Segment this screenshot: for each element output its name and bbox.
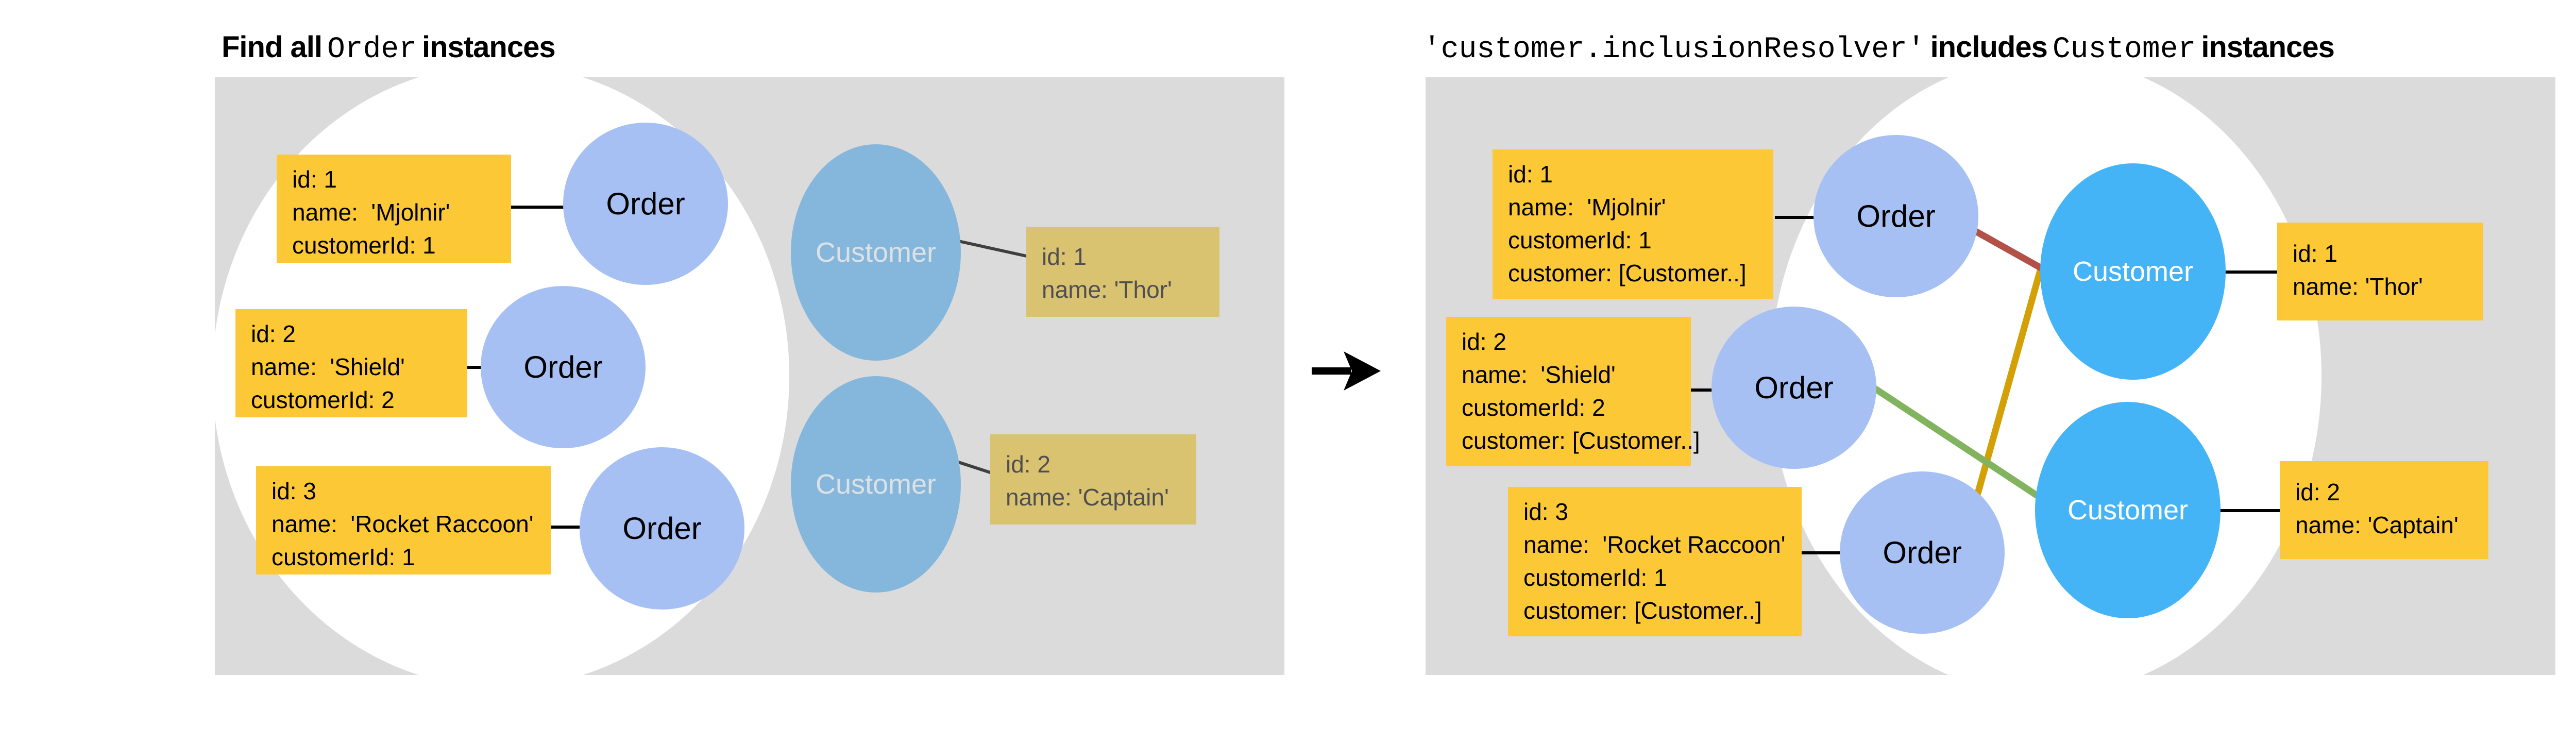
note-line: id: 2 — [1462, 328, 1506, 355]
note-line: id: 1 — [1508, 161, 1553, 188]
order-2-note: id: 2 name: 'Shield' customerId: 2 custo… — [1446, 317, 1700, 466]
left-panel: Order Order Order id: 1 name: 'Mjolnir' … — [215, 77, 1284, 675]
customer-2-circle: Customer — [2035, 402, 2221, 618]
order-1-note: id: 1 name: 'Mjolnir' customerId: 1 — [277, 155, 511, 263]
left-title-code-order: Order — [327, 33, 417, 66]
order-3-circle: Order — [580, 447, 744, 610]
note-line: customerId: 2 — [1462, 394, 1605, 421]
note-line: customerId: 2 — [251, 386, 395, 413]
note-line: customerId: 1 — [1508, 227, 1652, 253]
connector-customer1-note — [951, 238, 1029, 258]
note-line: id: 3 — [272, 478, 316, 504]
left-title-text: Find all — [222, 30, 323, 64]
order-3-note: id: 3 name: 'Rocket Raccoon' customerId:… — [1508, 487, 1802, 636]
right-title-text-2: instances — [2201, 30, 2335, 64]
note-line: customer: [Customer..] — [1462, 427, 1700, 454]
order-3-label: Order — [622, 511, 702, 546]
note-line: id: 2 — [2295, 479, 2340, 505]
note-line: customer: [Customer..] — [1508, 260, 1747, 286]
note-line: customer: [Customer..] — [1523, 597, 1762, 624]
order-3-circle: Order — [1840, 471, 2005, 634]
order-2-circle: Order — [1711, 307, 1876, 469]
note-line: name: 'Rocket Raccoon' — [272, 511, 534, 537]
left-title-text-2: instances — [422, 30, 556, 64]
customer-1-note: id: 1 name: 'Thor' — [2277, 223, 2483, 320]
note-line: id: 1 — [292, 166, 337, 193]
customer-1-label: Customer — [2072, 256, 2194, 287]
order-3-note: id: 3 name: 'Rocket Raccoon' customerId:… — [256, 466, 551, 574]
order-1-circle: Order — [1814, 135, 1978, 297]
left-connectors — [465, 206, 1029, 529]
note-line: id: 3 — [1523, 498, 1568, 525]
order-2-circle: Order — [481, 286, 646, 448]
note-line: name: 'Shield' — [1462, 361, 1616, 388]
order-2-label: Order — [523, 350, 603, 384]
customer-1-label: Customer — [815, 237, 937, 268]
customer-2-label: Customer — [2067, 495, 2189, 526]
customer-2-note: id: 2 name: 'Captain' — [2280, 461, 2488, 559]
order-2-note: id: 2 name: 'Shield' customerId: 2 — [235, 309, 467, 417]
note-line: name: 'Captain' — [2295, 512, 2459, 538]
note-line: customerId: 1 — [272, 544, 415, 570]
note-line: name: 'Thor' — [1042, 276, 1172, 303]
note-line: name: 'Mjolnir' — [1508, 194, 1666, 221]
customer-1-circle: Customer — [2040, 163, 2226, 380]
link-order2-customer2 — [1870, 383, 2069, 518]
order-1-label: Order — [606, 187, 685, 221]
note-line: id: 2 — [251, 320, 296, 347]
note-line: name: 'Thor' — [2293, 273, 2423, 300]
order-1-note: id: 1 name: 'Mjolnir' customerId: 1 cust… — [1493, 149, 1773, 299]
note-line: name: 'Shield' — [251, 353, 405, 380]
right-title-text: includes — [1930, 30, 2048, 64]
note-line: name: 'Rocket Raccoon' — [1523, 531, 1786, 558]
right-panel: Order Order Order Customer Customer id: … — [1426, 77, 2555, 675]
note-line: customerId: 1 — [1523, 564, 1667, 591]
customer-2-label: Customer — [815, 469, 937, 500]
customer-1-circle-faded: Customer — [791, 144, 961, 361]
note-line: name: 'Captain' — [1006, 484, 1169, 511]
right-title-code-resolver: 'customer.inclusionResolver' — [1423, 33, 1925, 66]
order-3-label: Order — [1883, 535, 1962, 570]
right-title-code-customer: Customer — [2052, 33, 2196, 66]
customer-2-circle-faded: Customer — [791, 376, 961, 593]
customer-2-note-faded: id: 2 name: 'Captain' — [990, 434, 1196, 525]
order-1-circle: Order — [563, 123, 728, 285]
note-line: id: 1 — [1042, 243, 1087, 270]
right-arrow-icon — [1312, 351, 1381, 391]
note-line: id: 2 — [1006, 451, 1050, 478]
arrow-head — [1344, 351, 1381, 391]
note-line: customerId: 1 — [292, 232, 436, 259]
note-line: id: 1 — [2293, 240, 2337, 267]
note-line: name: 'Mjolnir' — [292, 199, 450, 226]
order-1-label: Order — [1856, 199, 1936, 233]
order-2-label: Order — [1754, 370, 1834, 405]
customer-1-note-faded: id: 1 name: 'Thor' — [1026, 227, 1219, 317]
